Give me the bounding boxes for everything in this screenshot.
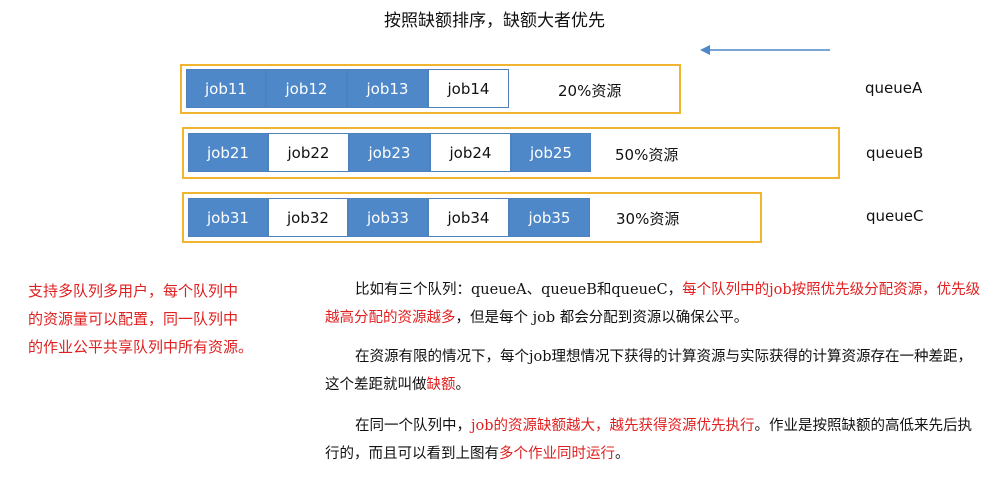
- job-cell: job24: [430, 133, 511, 172]
- para2-highlight-c: 缺额: [426, 377, 456, 393]
- job-cell: job23: [349, 133, 430, 172]
- left-arrow-icon: [700, 45, 830, 55]
- queue-a-name: queueA: [865, 79, 923, 97]
- job-cell: job33: [348, 198, 428, 237]
- queue-c-jobs: job31 job32 job33 job34 job35: [188, 198, 590, 237]
- job-cell: job35: [509, 198, 590, 237]
- para3-highlight-e: 多个作业同时运行: [499, 446, 615, 462]
- para2-text-d: 。: [455, 377, 471, 393]
- job-cell: job25: [511, 133, 591, 172]
- left-note-line: 的作业公平共享队列中所有资源。: [28, 338, 254, 356]
- queue-b-resource: 50%资源: [615, 146, 679, 164]
- job-cell: job14: [428, 69, 509, 108]
- para3-text-d: 高低来先后执行的，而且可以看到上图有: [325, 418, 973, 462]
- paragraph-1: 比如有三个队列：queueA、queueB和queueC，每个队列中的job按照…: [325, 276, 985, 332]
- queue-b-jobs: job21 job22 job23 job24 job25: [188, 133, 591, 172]
- left-note-line: 的资源量可以配置，同一队列中: [28, 310, 239, 328]
- queue-c-name: queueC: [866, 207, 924, 225]
- para1-highlight-c: 优先级越高分配的资源越多: [325, 282, 981, 326]
- job-cell: job34: [428, 198, 509, 237]
- para3-text-f: 。: [615, 446, 630, 462]
- para2-text-a: 在资源有限的情况下，每个job理想情况下获得的计算资源与实际获得的计算资源存: [355, 349, 886, 365]
- left-note: 支持多队列多用户，每个队列中 的资源量可以配置，同一队列中 的作业公平共享队列中…: [28, 277, 288, 361]
- job-cell: job11: [186, 69, 266, 108]
- job-cell: job31: [188, 198, 268, 237]
- job-cell: job32: [268, 198, 348, 237]
- queue-c-resource: 30%资源: [616, 210, 680, 228]
- queue-b-name: queueB: [866, 144, 924, 162]
- para2-text-b: 在一种差距，这个差距就叫做: [325, 349, 973, 393]
- diagram-title: 按照缺额排序，缺额大者优先: [384, 11, 605, 31]
- para3-text-a: 在同一个队列中，: [355, 418, 471, 434]
- left-note-line: 支持多队列多用户，每个队列中: [28, 282, 239, 300]
- paragraph-3: 在同一个队列中，job的资源缺额越大，越先获得资源优先执行。作业是按照缺额的高低…: [325, 412, 985, 468]
- queue-a-jobs: job11 job12 job13 job14: [186, 69, 509, 108]
- job-cell: job13: [347, 69, 428, 108]
- para1-text-d: ，但是每个 job 都会分配到资源以确保公平。: [455, 310, 749, 326]
- job-cell: job12: [266, 69, 347, 108]
- para3-highlight-b: job的资源缺额越大，越先获得资源优先执行: [471, 418, 755, 434]
- para1-highlight-b: 每个队列中的job按照优先级分配资源，: [682, 282, 937, 298]
- paragraph-2: 在资源有限的情况下，每个job理想情况下获得的计算资源与实际获得的计算资源存在一…: [325, 343, 985, 399]
- queue-a-resource: 20%资源: [558, 82, 622, 100]
- para1-text-a: 比如有三个队列：queueA、queueB和queueC，: [355, 282, 683, 298]
- para3-text-c: 。作业是按照缺额的: [754, 418, 886, 434]
- job-cell: job22: [268, 133, 349, 172]
- job-cell: job21: [188, 133, 268, 172]
